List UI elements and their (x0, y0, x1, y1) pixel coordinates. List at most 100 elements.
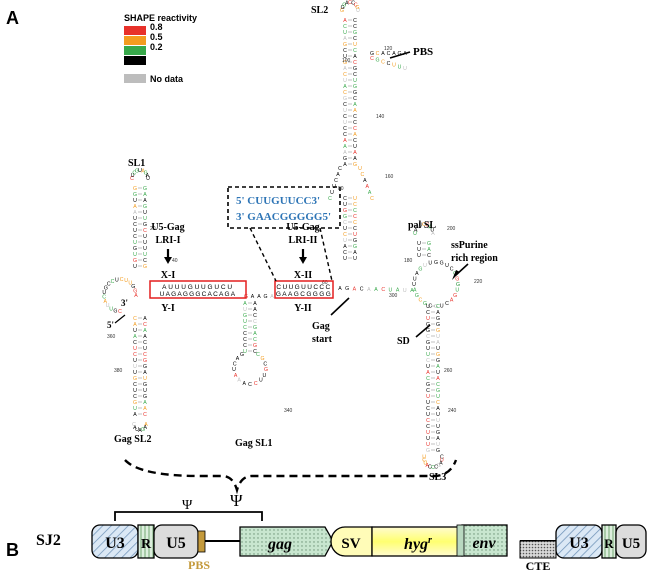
nucleotide: C (370, 196, 374, 202)
pal-sl-label: pal SL (408, 220, 436, 231)
five-prime-arrow (114, 314, 126, 324)
nucleotide: U (428, 261, 432, 267)
nucleotide: C (253, 319, 257, 325)
nucleotide: C (334, 178, 338, 184)
nucleotide: G (353, 84, 357, 90)
nucleotide: A (353, 102, 357, 108)
nucleotide: U (343, 54, 347, 60)
nucleotide: G (426, 340, 430, 346)
nucleotide: C (130, 176, 134, 182)
nucleotide: C (353, 138, 357, 144)
nucleotide: U (143, 388, 147, 394)
nucleotide: C (243, 325, 247, 331)
nucleotide: U (146, 176, 150, 182)
nucleotide: U (143, 252, 147, 258)
nucleotide: C (351, 1, 355, 7)
gag-start-label-line1: Gag (312, 321, 330, 332)
nucleotide: C (353, 96, 357, 102)
nucleotide: G (143, 382, 147, 388)
ss-purine-arrowhead (452, 270, 460, 280)
lri1-title-line1: U5-Gag (151, 222, 184, 233)
lri1-y-label: Y-I (161, 303, 175, 314)
nucleotide: A (143, 198, 147, 204)
position-number: 180 (404, 258, 413, 264)
nucleotide: G (143, 364, 147, 370)
nucleotide: A (363, 178, 367, 184)
nucleotide: U (426, 346, 430, 352)
nucleotide: U (403, 66, 407, 72)
nucleotide: C (143, 340, 147, 346)
nucleotide: C (348, 0, 352, 6)
nucleotide: U (343, 238, 347, 244)
nucleotide: U (422, 454, 426, 460)
nucleotide: C (353, 126, 357, 132)
nucleotide: A (425, 463, 429, 469)
nucleotide: A (353, 54, 357, 60)
nucleotide: A (143, 406, 147, 412)
gag-sl2-label: Gag SL2 (114, 434, 152, 445)
nucleotide: G (345, 286, 349, 292)
nucleotide: G (144, 170, 148, 176)
sl2-label: SL2 (311, 5, 328, 16)
nucleotide: G (243, 313, 247, 319)
nucleotide: C (118, 309, 122, 315)
nucleotide: A (343, 66, 347, 72)
nucleotide: U (330, 190, 334, 196)
nucleotide: U (263, 373, 267, 379)
nucleotide: U (143, 246, 147, 252)
nucleotide: A (413, 288, 417, 294)
nucleotide: U (413, 231, 417, 237)
nucleotide: G (143, 358, 147, 364)
nucleotide: C (263, 361, 267, 367)
nucleotide: A (133, 322, 137, 328)
nucleotide: G (143, 204, 147, 210)
nucleotide: G (264, 367, 268, 373)
five-prime-label: 5' (107, 320, 114, 330)
nucleotide: U (436, 370, 440, 376)
nucleotide: U (436, 346, 440, 352)
nucleotide: C (426, 424, 430, 430)
nucleotide: A (368, 190, 372, 196)
nucleotide: A (343, 144, 347, 150)
nucleotide: A (396, 288, 400, 294)
nucleotide: U (455, 288, 459, 294)
nucleotide: A (243, 301, 247, 307)
nucleotide: U (243, 319, 247, 325)
position-number: 380 (114, 368, 123, 374)
nucleotide: A (436, 364, 440, 370)
panel-b-label: B (6, 540, 19, 560)
nucleotide: G (426, 382, 430, 388)
nucleotide: A (143, 334, 147, 340)
nucleotide: A (436, 376, 440, 382)
r-3prime-label: R (604, 536, 614, 551)
nucleotide: G (423, 301, 427, 307)
nucleotide: C (353, 48, 357, 54)
nucleotide: A (133, 412, 137, 418)
position-number: 260 (444, 368, 453, 374)
position-number: 200 (447, 226, 456, 232)
nucleotide: C (445, 301, 449, 307)
nucleotide: C (419, 298, 423, 304)
nucleotide: A (143, 192, 147, 198)
ss-purine-label-line1: ssPurine (451, 240, 488, 251)
nucleotide: A (270, 294, 274, 300)
nucleotide: G (456, 282, 460, 288)
nucleotide: G (343, 96, 347, 102)
nucleotide: A (141, 169, 145, 175)
nucleotide: A (251, 294, 255, 300)
nucleotide: G (143, 222, 147, 228)
position-number: 360 (107, 334, 116, 340)
nucleotide: A (414, 228, 418, 234)
nucleotide: U (133, 328, 137, 334)
nucleotide: G (355, 5, 359, 11)
nucleotide: U (417, 241, 421, 247)
nucleotide: G (353, 238, 357, 244)
nucleotide: U (436, 334, 440, 340)
nucleotide: C (132, 170, 136, 176)
nucleotide: C (120, 277, 124, 283)
cte-box (519, 540, 557, 559)
nucleotide: U (436, 418, 440, 424)
three-prime-label: 3' (121, 298, 128, 308)
nucleotide: G (343, 156, 347, 162)
nucleotide: G (375, 58, 379, 64)
